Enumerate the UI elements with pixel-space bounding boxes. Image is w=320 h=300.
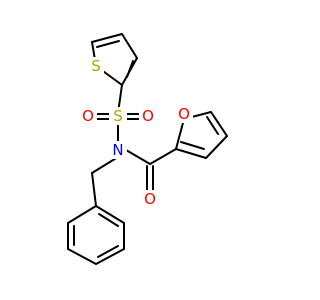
bond-benzene-4 xyxy=(67,248,97,265)
bond-furan-c4-c3 xyxy=(205,135,228,159)
atom-labels: S S O O N O O xyxy=(79,57,193,208)
atom-sulfur-sulfonyl: S xyxy=(113,107,123,125)
bond-furan-c3-c2 xyxy=(175,148,207,159)
s-thiophene-bg xyxy=(86,57,104,75)
o-furan-bg xyxy=(175,105,193,123)
atom-oxygen-carbonyl: O xyxy=(144,190,156,208)
bond-furan-double-c4-c5 xyxy=(206,116,219,135)
bond-benzene-1 xyxy=(95,205,125,224)
n-amide-bg xyxy=(109,141,127,159)
atom-oxygen-sulfonyl-left: O xyxy=(82,107,94,125)
bond-furan-double-c2-c3 xyxy=(180,141,205,150)
o-sulfonyl-left-bg xyxy=(79,107,97,125)
atom-nitrogen-amide: N xyxy=(112,141,123,159)
bond-benzene-double-1 xyxy=(98,213,119,227)
bond-benzene-3 xyxy=(95,248,125,265)
atom-oxygen-sulfonyl-right: O xyxy=(142,107,154,125)
bond-benzene-double-2 xyxy=(97,245,119,258)
bond-furan-c5-c4 xyxy=(210,111,228,137)
bonds xyxy=(67,33,228,265)
bond-carbonyl-furan xyxy=(149,148,177,165)
o-carbonyl-bg xyxy=(141,190,159,208)
atom-oxygen-furan: O xyxy=(178,105,190,123)
bond-nitrogen-carbonyl xyxy=(125,149,151,165)
bond-furan-c2-o xyxy=(175,118,185,150)
bond-thiophene-c3-c4 xyxy=(121,33,138,59)
bond-nitrogen-ch2 xyxy=(91,156,119,174)
molecule-structure-diagram: S S O O N O O xyxy=(67,33,228,265)
bond-thiophene-double-c2-c3 xyxy=(126,60,134,78)
bond-benzene-6 xyxy=(67,205,97,224)
o-sulfonyl-right-bg xyxy=(139,107,157,125)
atom-sulfur-thiophene: S xyxy=(91,57,101,75)
s-sulfonyl-bg xyxy=(109,107,127,125)
bond-ch2-benzene xyxy=(91,172,97,207)
bond-thiophene-c4-c5 xyxy=(91,33,123,43)
bond-thiophene-double-c4-c5 xyxy=(96,40,120,48)
